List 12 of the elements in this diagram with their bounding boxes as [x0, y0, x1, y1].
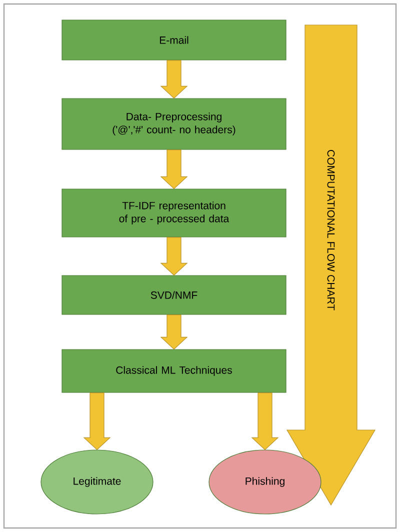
process-box: SVD/NMF: [62, 275, 286, 315]
block-arrow: [160, 314, 188, 350]
process-box: TF-IDF representation of pre - processed data: [62, 188, 286, 238]
vertical-label: COMPUTATIONAL FLOW CHART: [327, 150, 335, 310]
process-box: Classical ML Techniques: [62, 349, 286, 393]
block-arrow: [160, 150, 188, 190]
block-arrow: [83, 392, 111, 450]
process-box: E-mail: [62, 20, 286, 60]
block-arrow: [251, 392, 279, 450]
block-arrow: [160, 60, 188, 99]
block-arrow: [160, 237, 188, 276]
process-box: Data- Preprocessing ('@','#' count- no headers): [62, 98, 286, 150]
